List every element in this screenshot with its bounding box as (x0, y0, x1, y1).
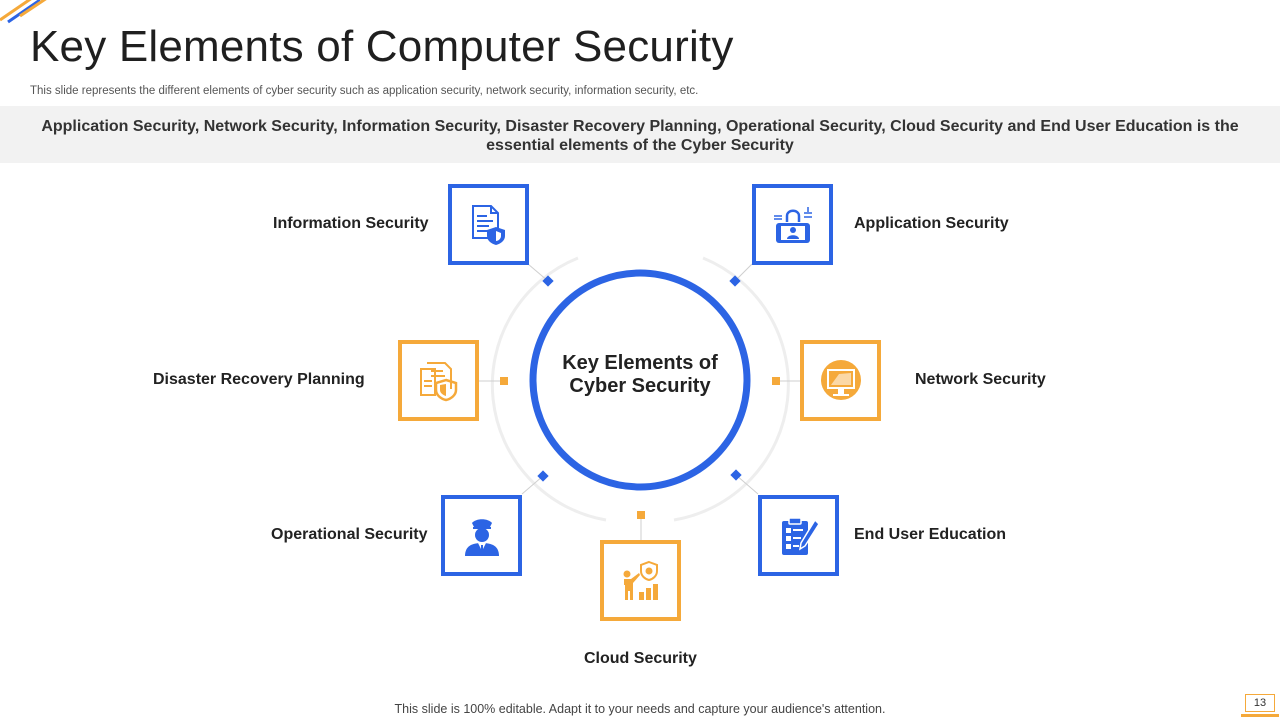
information-security-label: Information Security (273, 215, 429, 232)
corner-stripes-decoration (0, 0, 47, 24)
network-security-box (800, 340, 881, 421)
network-security-label: Network Security (915, 371, 1046, 388)
clipboard-checklist-icon (781, 516, 820, 555)
disaster-recovery-planning-label: Disaster Recovery Planning (153, 371, 365, 388)
outer-ring-arc-left (490, 256, 607, 522)
connector-marker (542, 275, 554, 287)
connector-marker (500, 377, 508, 385)
page-title: Key Elements of Computer Security (30, 22, 734, 71)
page-number: 13 (1245, 694, 1275, 712)
connector-marker (637, 511, 645, 519)
connector-marker (730, 469, 742, 481)
operational-security-box (441, 495, 522, 576)
connector-marker (537, 470, 549, 482)
connectors (478, 263, 800, 540)
application-security-box (752, 184, 833, 265)
connector-marker (729, 275, 741, 287)
application-security-label: Application Security (854, 215, 1009, 232)
operational-security-label: Operational Security (271, 526, 428, 543)
disaster-recovery-planning-box (398, 340, 479, 421)
phone-lock-icon (773, 206, 812, 243)
cloud-security-box (600, 540, 681, 621)
page-subtitle: This slide represents the different elem… (30, 85, 699, 97)
information-security-box (448, 184, 529, 265)
monitor-network-icon (820, 359, 861, 400)
presenter-chart-icon (623, 560, 658, 600)
connector-marker (772, 377, 780, 385)
documents-shield-icon (419, 361, 457, 401)
summary-banner-text: Application Security, Network Security, … (41, 118, 1239, 154)
center-circle (529, 269, 751, 491)
end-user-education-label: End User Education (854, 526, 1007, 543)
document-shield-icon (471, 204, 505, 245)
footer-note: This slide is 100% editable. Adapt it to… (394, 702, 886, 716)
cloud-security-label: Cloud Security (584, 650, 697, 667)
center-label: Key Elements of Cyber Security (562, 352, 718, 397)
security-officer-icon (464, 518, 499, 556)
outer-ring-arc-right (673, 256, 790, 522)
end-user-education-box (758, 495, 839, 576)
page-number-underline (1241, 714, 1279, 717)
summary-banner: Application Security, Network Security, … (0, 106, 1280, 163)
